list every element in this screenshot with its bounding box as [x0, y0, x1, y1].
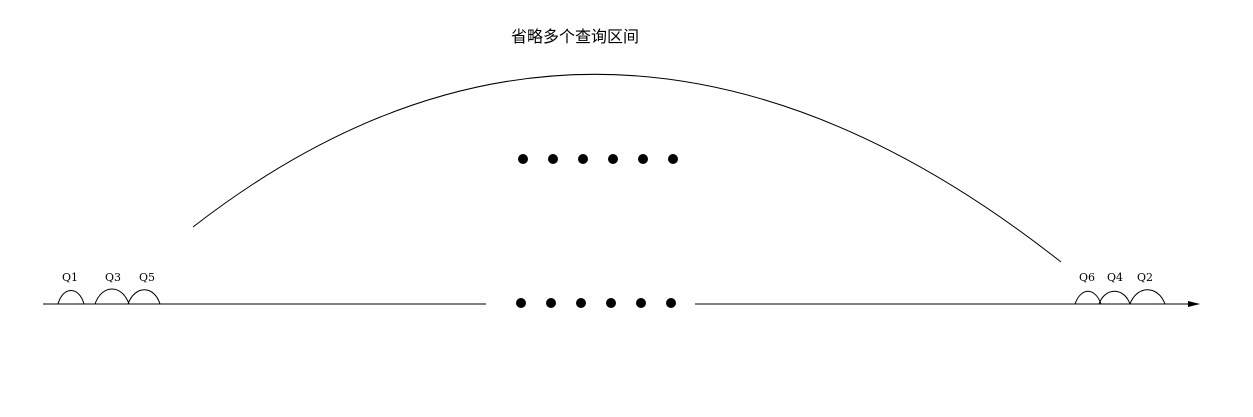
omitted-range-arc [192, 73, 1062, 263]
interval-label-q1: Q1 [62, 271, 78, 284]
upper-ellipsis [518, 154, 678, 164]
ellipsis-dot [638, 154, 648, 164]
interval-arc-q2 [1129, 289, 1166, 305]
interval-arc-q6 [1074, 290, 1102, 305]
ellipsis-dot [516, 298, 526, 308]
interval-label-q2: Q2 [1137, 271, 1153, 284]
ellipsis-dot [546, 298, 556, 308]
axis-ellipsis [516, 298, 676, 308]
interval-label-q3: Q3 [105, 271, 121, 284]
ellipsis-dot [576, 298, 586, 308]
ellipsis-dot [666, 298, 676, 308]
interval-arc-q1 [57, 290, 85, 305]
ellipsis-dot [636, 298, 646, 308]
interval-label-q6: Q6 [1079, 271, 1095, 284]
ellipsis-dot [608, 154, 618, 164]
left-intervals: Q1 Q3 Q5 [57, 271, 161, 305]
ellipsis-dot [548, 154, 558, 164]
interval-label-q4: Q4 [1107, 271, 1123, 284]
ellipsis-dot [668, 154, 678, 164]
diagram-caption: 省略多个查询区间 [511, 27, 639, 46]
ellipsis-dot [518, 154, 528, 164]
interval-label-q5: Q5 [139, 271, 155, 284]
right-intervals: Q6 Q4 Q2 [1074, 271, 1166, 305]
ellipsis-dot [578, 154, 588, 164]
interval-arc-q3 [94, 288, 130, 305]
ellipsis-dot [606, 298, 616, 308]
interval-arc-q4 [1098, 290, 1131, 305]
interval-arc-q5 [127, 289, 161, 305]
